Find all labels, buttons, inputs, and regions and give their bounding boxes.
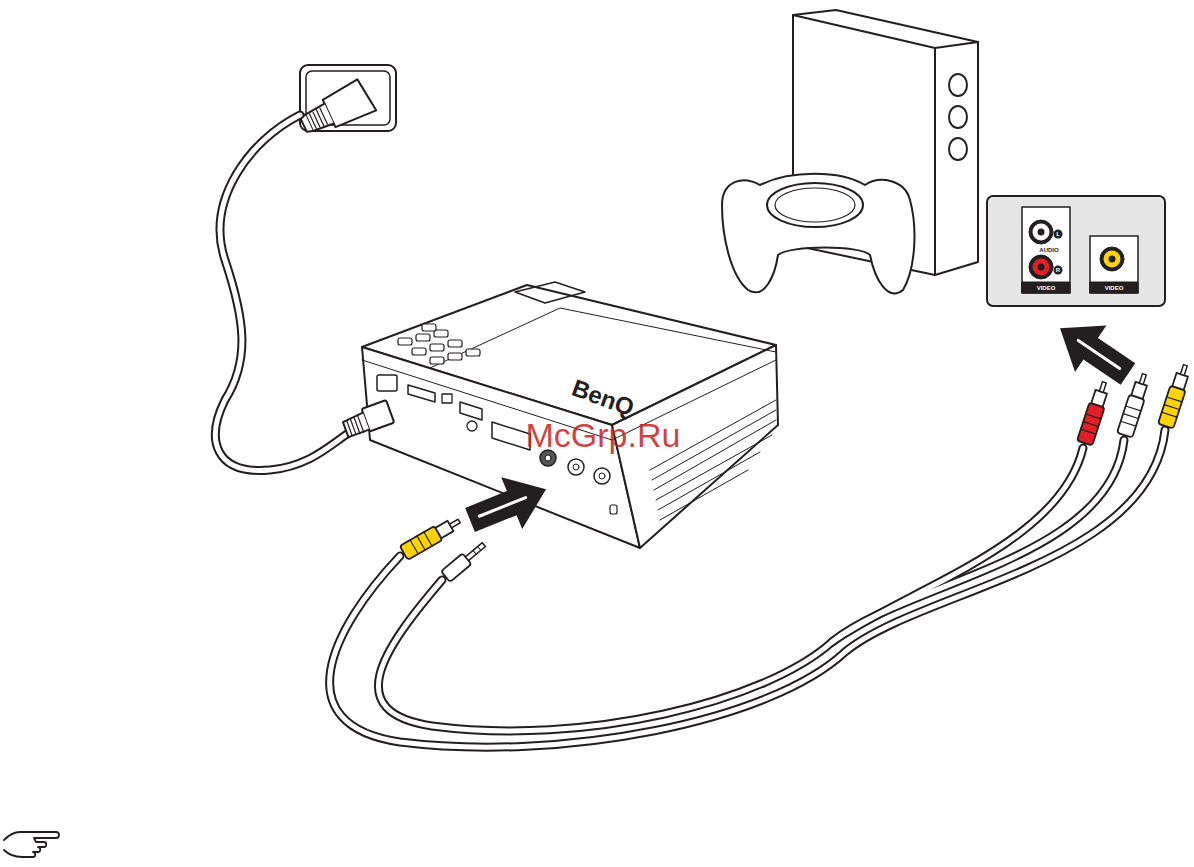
av-cables (330, 430, 1165, 747)
channel-letter: L (1056, 231, 1060, 237)
insert-arrow (460, 463, 557, 546)
note-hand-icon (4, 832, 59, 857)
power-plug (296, 78, 376, 141)
jack-label: VIDEO (1105, 285, 1124, 291)
watermark: McGrp.Ru (526, 418, 681, 452)
audio-jack-plug (441, 539, 488, 582)
av-output-panel (987, 196, 1165, 306)
rca-plug-yellow (1158, 363, 1193, 429)
projector (341, 282, 778, 548)
jack-label: AUDIO (1039, 247, 1058, 253)
rca-plug-yellow-projector (400, 514, 463, 560)
power-cord (215, 115, 350, 470)
jack-label: VIDEO (1037, 285, 1056, 291)
rca-plug-red (1077, 380, 1112, 446)
insert-arrow (1044, 305, 1143, 397)
gamepad (722, 174, 914, 294)
channel-letter: R (1056, 267, 1060, 273)
